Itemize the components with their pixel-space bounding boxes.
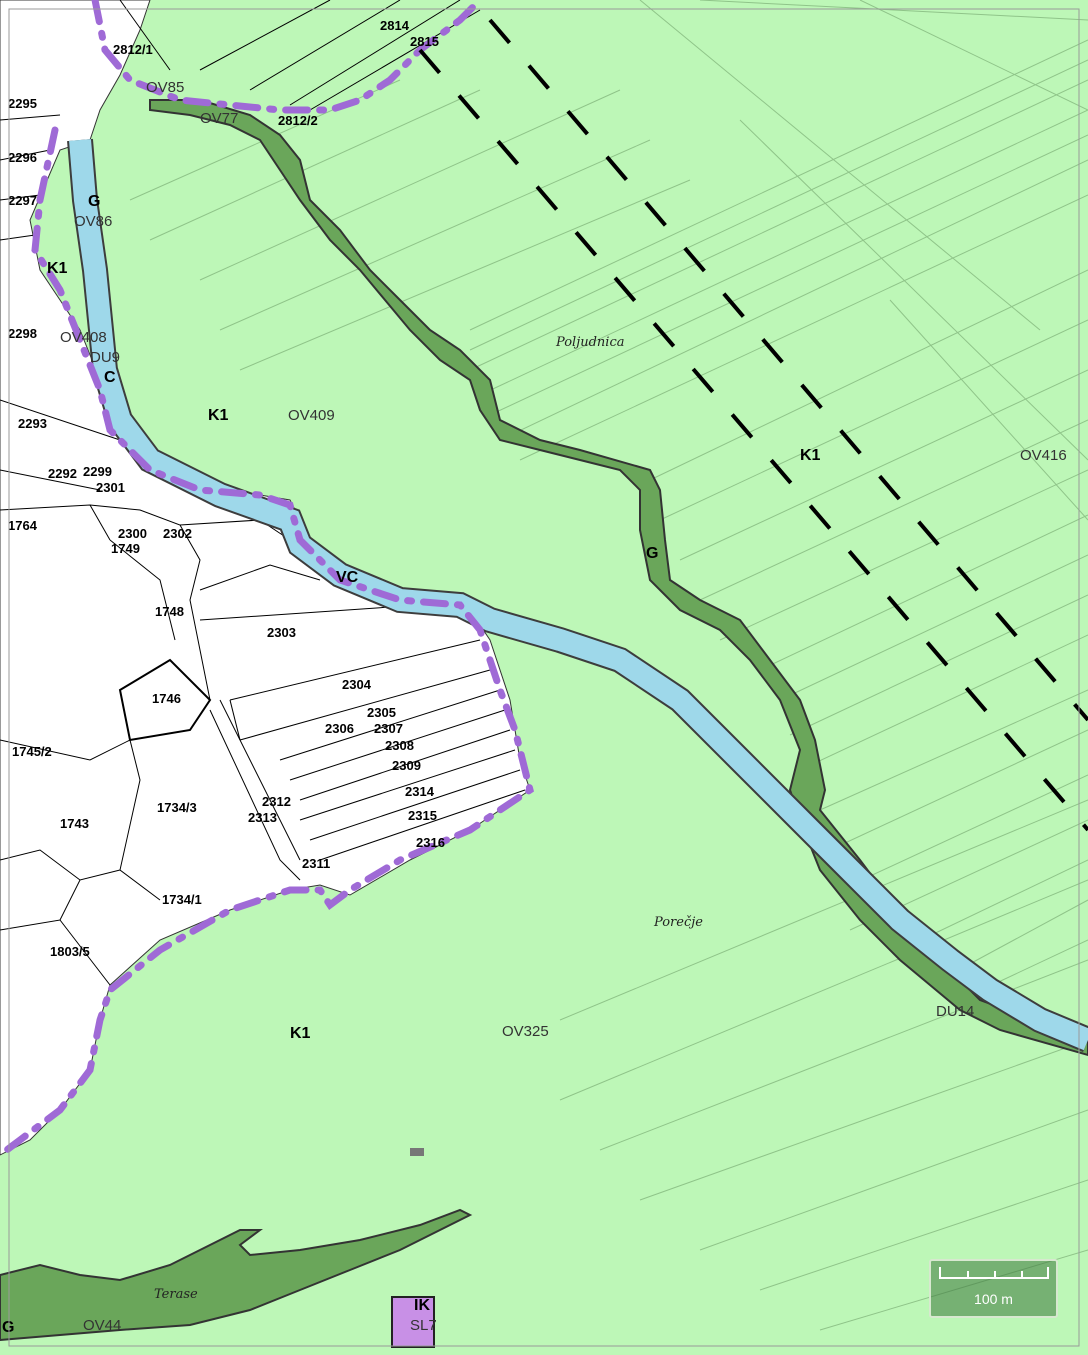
place-name: Poljudnica [555, 335, 625, 350]
parcel-number: 2304 [342, 677, 372, 692]
urban-parcel-lines [0, 114, 526, 986]
parcel-number: 1803/5 [50, 944, 90, 959]
parcel-number: 1748 [155, 604, 184, 619]
map-border [8, 8, 1080, 1347]
zone-label-g: G [646, 545, 658, 562]
parcel-number: 2812/2 [278, 113, 318, 128]
place-name: Porečje [653, 915, 703, 930]
ov-label: OV44 [83, 1317, 121, 1334]
parcel-number: 2309 [392, 758, 421, 773]
ov-label: OV416 [1020, 447, 1067, 464]
zone-label-ik: IK [414, 1297, 430, 1314]
parcel-number: 2300 [118, 526, 147, 541]
parcel-number: 2301 [96, 480, 125, 495]
parcel-number: 2308 [385, 738, 414, 753]
parcel-number: 1746 [152, 691, 181, 706]
parcel-number: 1734/1 [162, 892, 202, 907]
zone-label-g: G [88, 193, 100, 210]
parcel-number: 2305 [367, 705, 396, 720]
zone-label-k1: K1 [290, 1025, 311, 1042]
zone-label-k1: K1 [800, 447, 821, 464]
ov-label: OV409 [288, 407, 335, 424]
ov-label: OV85 [146, 79, 184, 96]
parcel-number: 2295 [8, 96, 37, 111]
parcel-number: 2299 [83, 464, 112, 479]
ov-label: DU9 [90, 349, 120, 366]
zone-label-k1: K1 [47, 260, 68, 277]
special-area-ik [391, 1296, 435, 1348]
parcel-number: 2302 [163, 526, 192, 541]
ov-label: OV325 [502, 1023, 549, 1040]
parcel-number: 2311 [302, 856, 330, 871]
parcel-number: 2292 [48, 466, 77, 481]
parcel-number: 1749 [111, 541, 140, 556]
parcel-number: 2307 [374, 721, 403, 736]
parcel-number: 2312 [262, 794, 291, 809]
forest-south [0, 1208, 473, 1342]
parcel-number: 1743 [60, 816, 89, 831]
planned-line-dashes [418, 18, 1088, 832]
place-name: Terase [154, 1287, 198, 1302]
zone-label-vc: VC [336, 569, 359, 586]
ov-label: OV86 [74, 213, 112, 230]
parcel-number: 2296 [8, 150, 37, 165]
parcel-outline-1746 [118, 658, 212, 742]
scale-ruler-icon [939, 1267, 1049, 1279]
parcel-number: 2814 [380, 18, 410, 33]
parcel-number: 2298 [8, 326, 37, 341]
ov-label: OV77 [200, 110, 238, 127]
ov-label: DU14 [936, 1003, 974, 1020]
north-parcel-lines [119, 0, 481, 111]
scale-label: 100 m [974, 1291, 1013, 1307]
parcel-number: 2812/1 [113, 42, 153, 57]
zone-label-k1: K1 [208, 407, 229, 424]
zone-boundary [91, 0, 484, 114]
forest-corridor [149, 99, 1088, 1057]
zone-label-g: G [2, 1319, 14, 1336]
parcel-number: 1745/2 [12, 744, 52, 759]
zone-boundary-west [0, 126, 534, 1159]
parcel-number: 2303 [267, 625, 296, 640]
parcel-number: 2815 [410, 34, 439, 49]
ov-label: OV408 [60, 329, 107, 346]
building [410, 1148, 424, 1156]
parcel-number: 2297 [8, 193, 37, 208]
parcel-number: 2313 [248, 810, 277, 825]
parcel-number: 2314 [405, 784, 435, 799]
parcel-number: 2316 [416, 835, 445, 850]
zone-label-vc-partial: C [104, 369, 116, 386]
map-labels: K1 K1 K1 K1 G G G VC C IK OV85 OV77 OV86… [2, 18, 1067, 1336]
parcel-number: 2315 [408, 808, 437, 823]
parcel-number: 2293 [18, 416, 47, 431]
scale-bar[interactable]: 100 m [929, 1259, 1058, 1318]
parcel-number: 1734/3 [157, 800, 197, 815]
ov-label: SL7 [410, 1317, 437, 1334]
parcel-number: 1764 [8, 518, 38, 533]
parcel-number: 2306 [325, 721, 354, 736]
